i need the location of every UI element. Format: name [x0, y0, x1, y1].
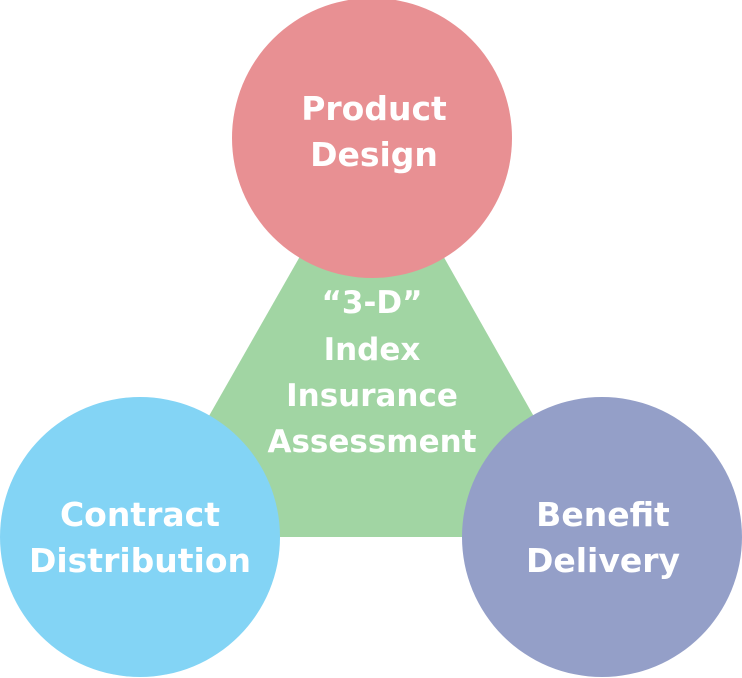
center-label-line-2: Index [324, 332, 421, 368]
center-label-line-1: “3-D” [322, 285, 423, 321]
contract-distribution-circle [0, 397, 280, 677]
center-triangle [140, 130, 602, 537]
contract-distribution-label-line-1: Contract [60, 495, 220, 534]
product-design-label-line-1: Product [301, 89, 447, 128]
center-label-line-3: Insurance [286, 378, 458, 414]
benefit-delivery-label-line-1: Benefit [536, 495, 670, 534]
product-design-label-line-2: Design [310, 135, 438, 174]
center-label-line-4: Assessment [267, 424, 476, 460]
benefit-delivery-label-line-2: Delivery [526, 541, 680, 580]
benefit-delivery-circle [462, 397, 742, 677]
contract-distribution-label-line-2: Distribution [29, 541, 251, 580]
product-design-circle [232, 0, 512, 278]
